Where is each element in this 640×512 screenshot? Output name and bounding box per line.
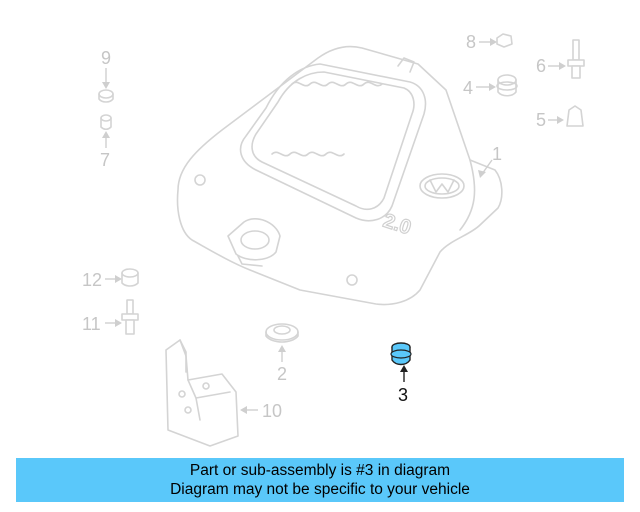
- part-7-grommet[interactable]: [100, 114, 112, 131]
- callout-8[interactable]: 8: [466, 32, 497, 52]
- part-5-cap[interactable]: [566, 105, 584, 127]
- callout-10-label: 10: [262, 401, 282, 421]
- callout-2-label: 2: [277, 364, 287, 384]
- part-9-nut[interactable]: [98, 89, 114, 103]
- part-4-mount[interactable]: [496, 74, 518, 97]
- callout-9-label: 9: [101, 48, 111, 68]
- callout-12[interactable]: 12: [82, 270, 122, 290]
- callout-1[interactable]: 1: [478, 144, 502, 178]
- callout-9[interactable]: 9: [101, 48, 111, 89]
- callout-4-label: 4: [463, 78, 473, 98]
- part-10-bracket[interactable]: [165, 339, 239, 447]
- callout-6[interactable]: 6: [536, 56, 566, 76]
- banner-line-part: Part or sub-assembly is #3 in diagram: [189, 462, 451, 479]
- callout-12-label: 12: [82, 270, 102, 290]
- part-3-highlighted[interactable]: [390, 342, 412, 366]
- callout-3[interactable]: 3: [398, 365, 408, 405]
- callout-5-label: 5: [536, 110, 546, 130]
- callout-6-label: 6: [536, 56, 546, 76]
- part-11-stud[interactable]: [121, 299, 139, 335]
- callout-3-label: 3: [398, 385, 408, 405]
- callout-8-label: 8: [466, 32, 476, 52]
- callout-2[interactable]: 2: [277, 345, 287, 384]
- callout-4[interactable]: 4: [463, 78, 496, 98]
- callout-7[interactable]: 7: [100, 131, 110, 170]
- callout-10[interactable]: 10: [240, 401, 282, 421]
- callout-7-label: 7: [100, 150, 110, 170]
- callout-11-label: 11: [82, 314, 101, 334]
- parts-diagram: 2.0 1 9 7: [82, 32, 585, 447]
- part-12-grommet[interactable]: [121, 268, 139, 287]
- callout-1-label: 1: [492, 144, 502, 164]
- callout-5[interactable]: 5: [536, 110, 564, 130]
- engine-cover[interactable]: 2.0: [176, 45, 503, 306]
- part-2-grommet[interactable]: [265, 323, 299, 343]
- part-8-clip[interactable]: [496, 33, 513, 48]
- banner-line-disclaimer: Diagram may not be specific to your vehi…: [170, 481, 470, 498]
- callout-11[interactable]: 11: [82, 314, 122, 334]
- part-6-stud[interactable]: [567, 39, 585, 79]
- info-banner: Part or sub-assembly is #3 in diagram Di…: [16, 458, 624, 502]
